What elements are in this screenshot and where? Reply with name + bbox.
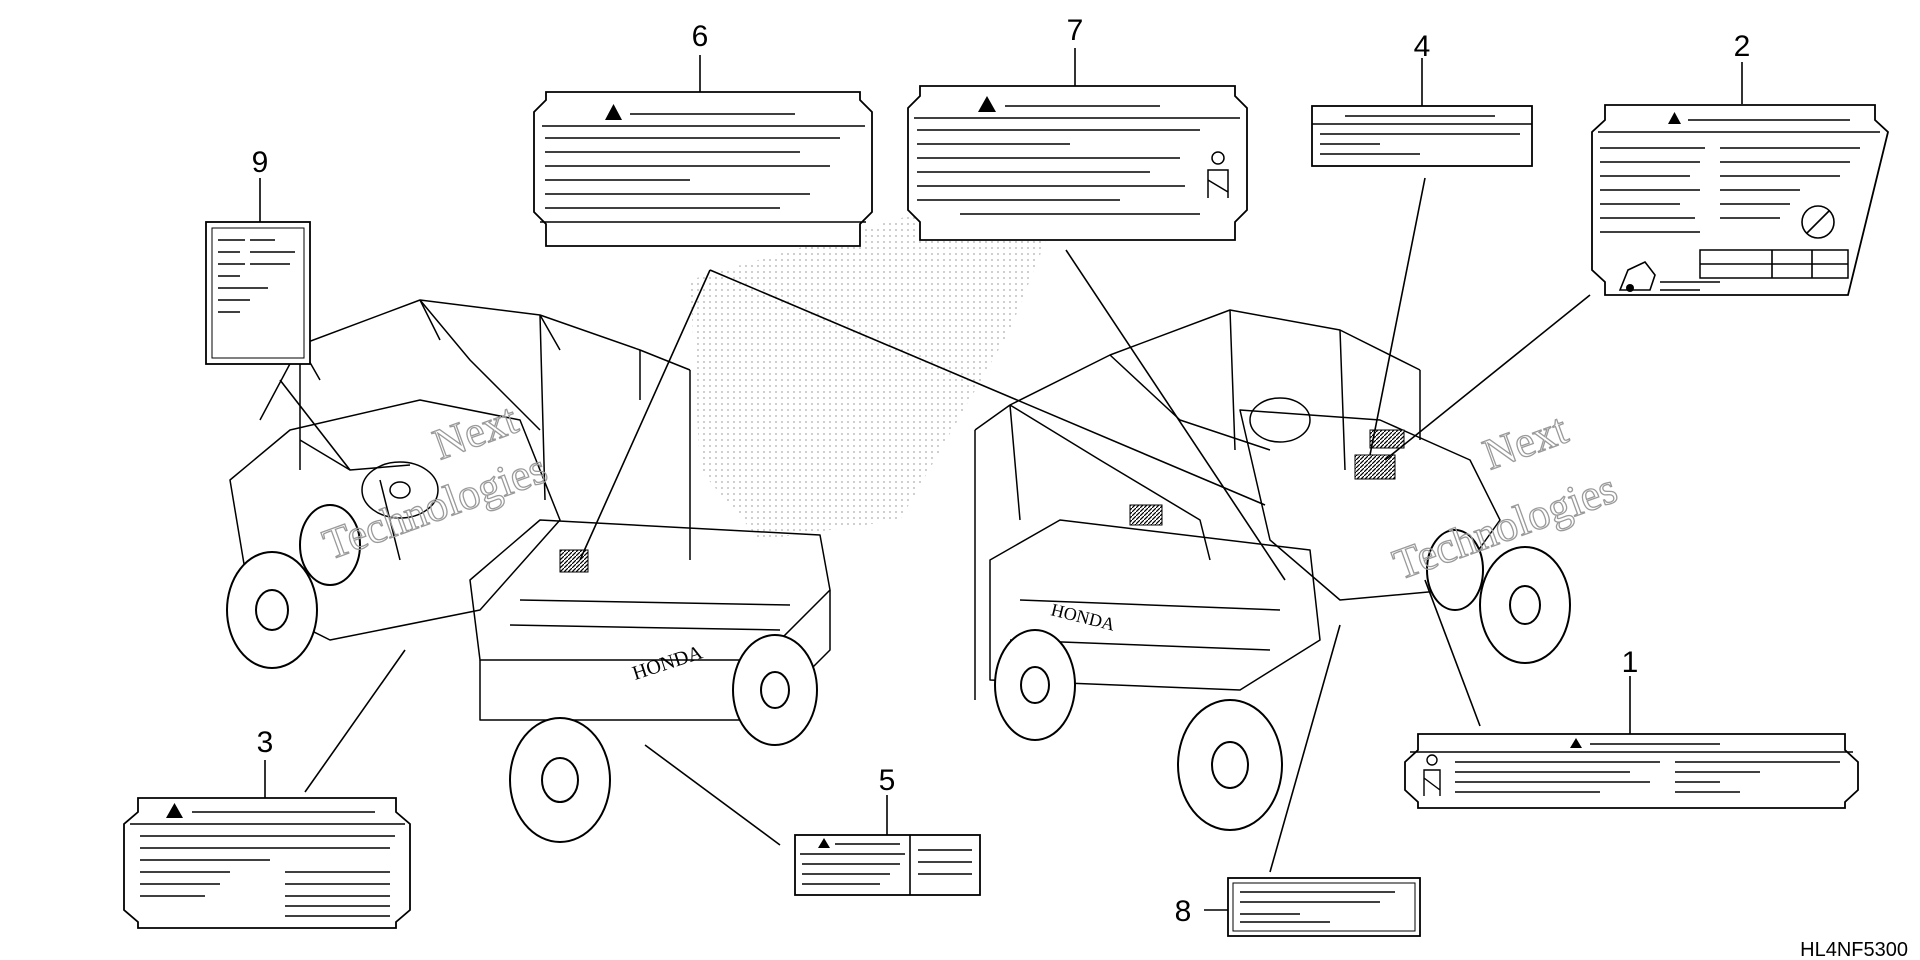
label-2 [1591,104,1890,296]
callout-9: 9 [252,146,269,179]
seatbelt-icon [1423,754,1441,796]
patch-7 [1129,504,1163,526]
part-code: HL4NF5300 [1800,939,1908,960]
callout-7: 7 [1067,14,1084,47]
callout-8: 8 [1175,895,1192,928]
patch-2 [1354,454,1396,480]
label-5 [794,834,981,896]
patch-6 [559,549,589,573]
label-3 [123,797,411,929]
seatbelt-icon [1207,151,1229,198]
warning-triangle-icon [605,104,622,120]
warning-triangle-icon [978,96,996,112]
svg-text:Next: Next [1477,404,1574,479]
label-9 [205,221,311,365]
stipple-shading [690,195,1060,540]
callout-6: 6 [692,20,709,53]
no-symbol-icon [1801,205,1835,239]
warning-triangle-icon [1570,738,1582,748]
label-1 [1404,733,1859,809]
atv-pictogram-icon [1618,261,1656,292]
label-8 [1227,877,1421,937]
callout-2: 2 [1734,30,1751,63]
callout-3: 3 [257,726,274,759]
vehicle-left: HONDA [226,299,831,843]
warning-triangle-icon [166,803,183,818]
callout-numbers: 1 2 3 4 5 6 7 8 9 [252,14,1751,928]
warning-triangle-icon [1668,112,1681,124]
callout-5: 5 [879,764,896,797]
brand-left: HONDA [630,641,706,684]
callout-4: 4 [1414,30,1431,63]
vehicle-right: HONDA [974,309,1571,831]
leader-lines [259,48,1743,911]
brand-right: HONDA [1049,599,1117,634]
label-4 [1311,105,1533,167]
patch-4 [1369,429,1405,449]
watermark-left: Next Technologies [316,393,554,570]
label-6 [533,91,873,247]
svg-text:Technologies: Technologies [317,443,554,569]
label-7 [907,85,1248,241]
callout-1: 1 [1622,646,1639,679]
warning-triangle-icon [818,838,830,848]
